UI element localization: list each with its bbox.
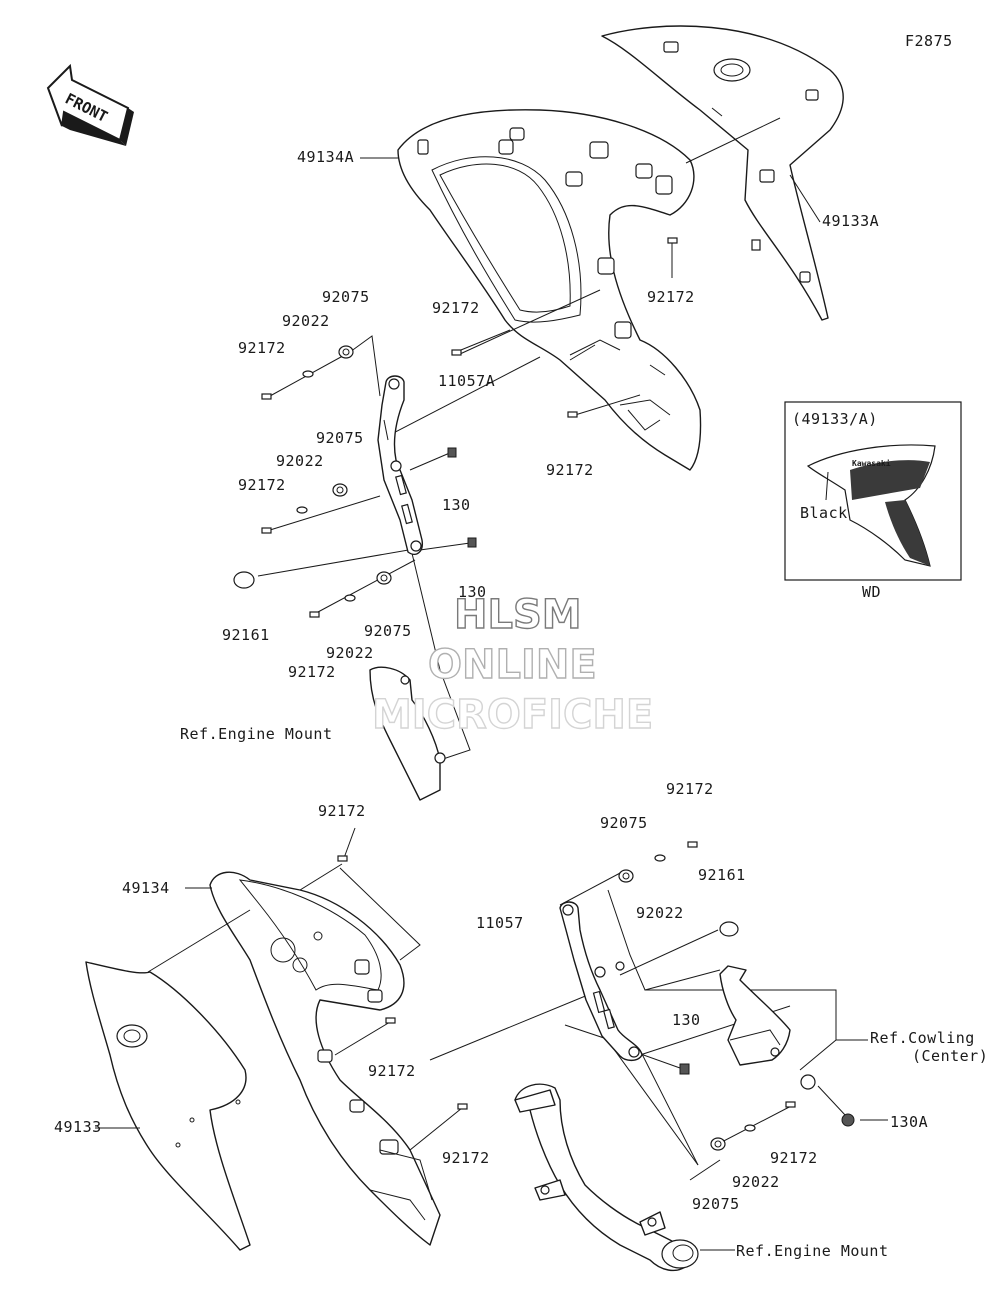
label-92172-d: 92172: [546, 461, 594, 479]
label-92172-h: 92172: [368, 1062, 416, 1080]
watermark-line-3: MICROFICHE: [372, 692, 653, 738]
figure-code: F2875: [905, 32, 953, 50]
inset-title: (49133/A): [792, 410, 878, 428]
front-arrow-icon: FRONT: [46, 63, 134, 146]
inner-cowl-49134A: [397, 109, 702, 471]
label-11057: 11057: [476, 914, 524, 932]
label-49133: 49133: [54, 1118, 102, 1136]
label-92172-j: 92172: [666, 780, 714, 798]
bracket-11057A: [377, 375, 423, 556]
label-92022-c: 92022: [326, 644, 374, 662]
label-130A: 130A: [890, 1113, 928, 1131]
label-92022-a: 92022: [282, 312, 330, 330]
cowling-center-ref: [719, 965, 791, 1066]
label-ref-engine-mount-lower: Ref.Engine Mount: [736, 1242, 889, 1260]
label-49134: 49134: [122, 879, 170, 897]
label-92075-e: 92075: [692, 1195, 740, 1213]
label-11057A: 11057A: [438, 372, 495, 390]
label-49134A: 49134A: [297, 148, 354, 166]
inset-caption: WD: [862, 583, 881, 601]
bracket-11057: [559, 901, 643, 1062]
label-92172-b: 92172: [432, 299, 480, 317]
label-92161-a: 92161: [222, 626, 270, 644]
label-92172-k: 92172: [770, 1149, 818, 1167]
label-92172-c: 92172: [647, 288, 695, 306]
inset-callout: Black: [800, 504, 848, 522]
engine-mount-ref-lower: [514, 1083, 699, 1272]
label-92172-a: 92172: [238, 339, 286, 357]
label-49133A: 49133A: [822, 212, 879, 230]
label-130-b: 130: [458, 583, 487, 601]
label-92172-g: 92172: [318, 802, 366, 820]
label-ref-cowling: Ref.Cowling: [870, 1029, 975, 1047]
label-92022-b: 92022: [276, 452, 324, 470]
label-92075-c: 92075: [364, 622, 412, 640]
hardware-lower: [337, 841, 855, 1151]
side-cowl-49133A: [601, 25, 844, 321]
inset-box: (49133/A) Kawasaki Black: [784, 401, 962, 581]
label-ref-engine-mount-upper: Ref.Engine Mount: [180, 725, 333, 743]
label-92022-e: 92022: [732, 1173, 780, 1191]
label-92075-b: 92075: [316, 429, 364, 447]
engine-mount-ref-upper: [369, 666, 446, 801]
watermark-line-2: ONLINE: [428, 642, 597, 688]
hardware-upper-left: [233, 237, 678, 618]
watermark: HLSM ONLINE MICROFICHE: [371, 591, 654, 738]
label-92172-e: 92172: [238, 476, 286, 494]
part-labels: 49134A 49133A 92075 92022 92172 11057A 9…: [54, 148, 988, 1260]
label-130-a: 130: [442, 496, 471, 514]
label-92172-f: 92172: [288, 663, 336, 681]
label-92075-a: 92075: [322, 288, 370, 306]
label-92075-d: 92075: [600, 814, 648, 832]
decal-brand-icon: Kawasaki: [852, 458, 891, 468]
inner-cowl-49134: [209, 871, 441, 1246]
label-92022-d: 92022: [636, 904, 684, 922]
side-cowl-49133: [85, 961, 251, 1251]
label-130-c: 130: [672, 1011, 701, 1029]
label-ref-cowling-center: (Center): [912, 1047, 988, 1065]
label-92172-i: 92172: [442, 1149, 490, 1167]
label-92161-b: 92161: [698, 866, 746, 884]
watermark-line-1: HLSM: [454, 592, 582, 638]
